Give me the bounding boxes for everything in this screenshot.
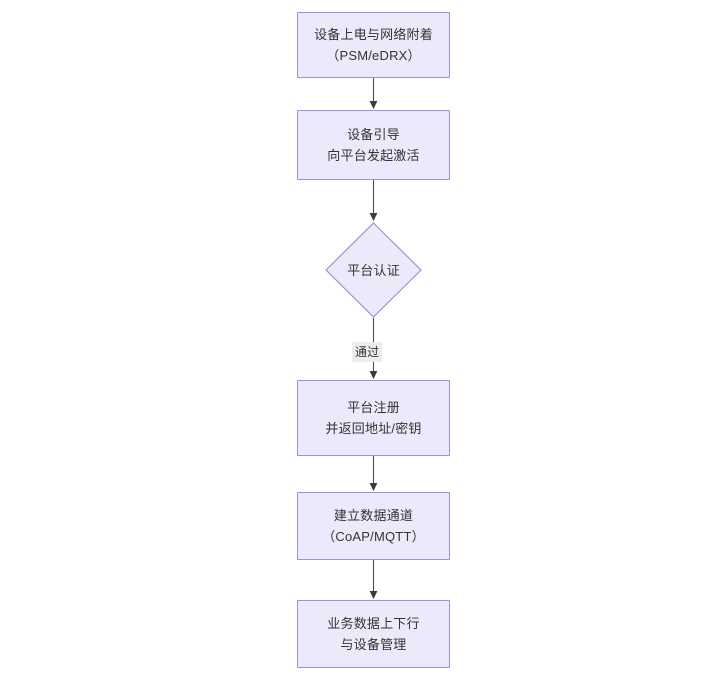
node-register-label: 平台注册 并返回地址/密钥: [325, 400, 422, 436]
node-register[interactable]: 平台注册 并返回地址/密钥: [297, 380, 450, 456]
node-auth-label: 平台认证: [347, 262, 400, 278]
node-bootstrap-label: 设备引导 向平台发起激活: [327, 127, 420, 163]
node-power-on[interactable]: 设备上电与网络附着 （PSM/eDRX）: [297, 12, 450, 78]
edge-label-pass: 通过: [352, 342, 383, 362]
node-business[interactable]: 业务数据上下行 与设备管理: [297, 600, 450, 668]
node-channel-label: 建立数据通道 （CoAP/MQTT）: [322, 508, 425, 544]
diamond-shape: [325, 222, 422, 318]
node-power-on-label: 设备上电与网络附着 （PSM/eDRX）: [314, 27, 433, 63]
node-channel[interactable]: 建立数据通道 （CoAP/MQTT）: [297, 492, 450, 560]
node-auth-decision[interactable]: 平台认证: [325, 222, 422, 318]
node-business-label: 业务数据上下行 与设备管理: [327, 616, 420, 652]
node-bootstrap[interactable]: 设备引导 向平台发起激活: [297, 110, 450, 180]
